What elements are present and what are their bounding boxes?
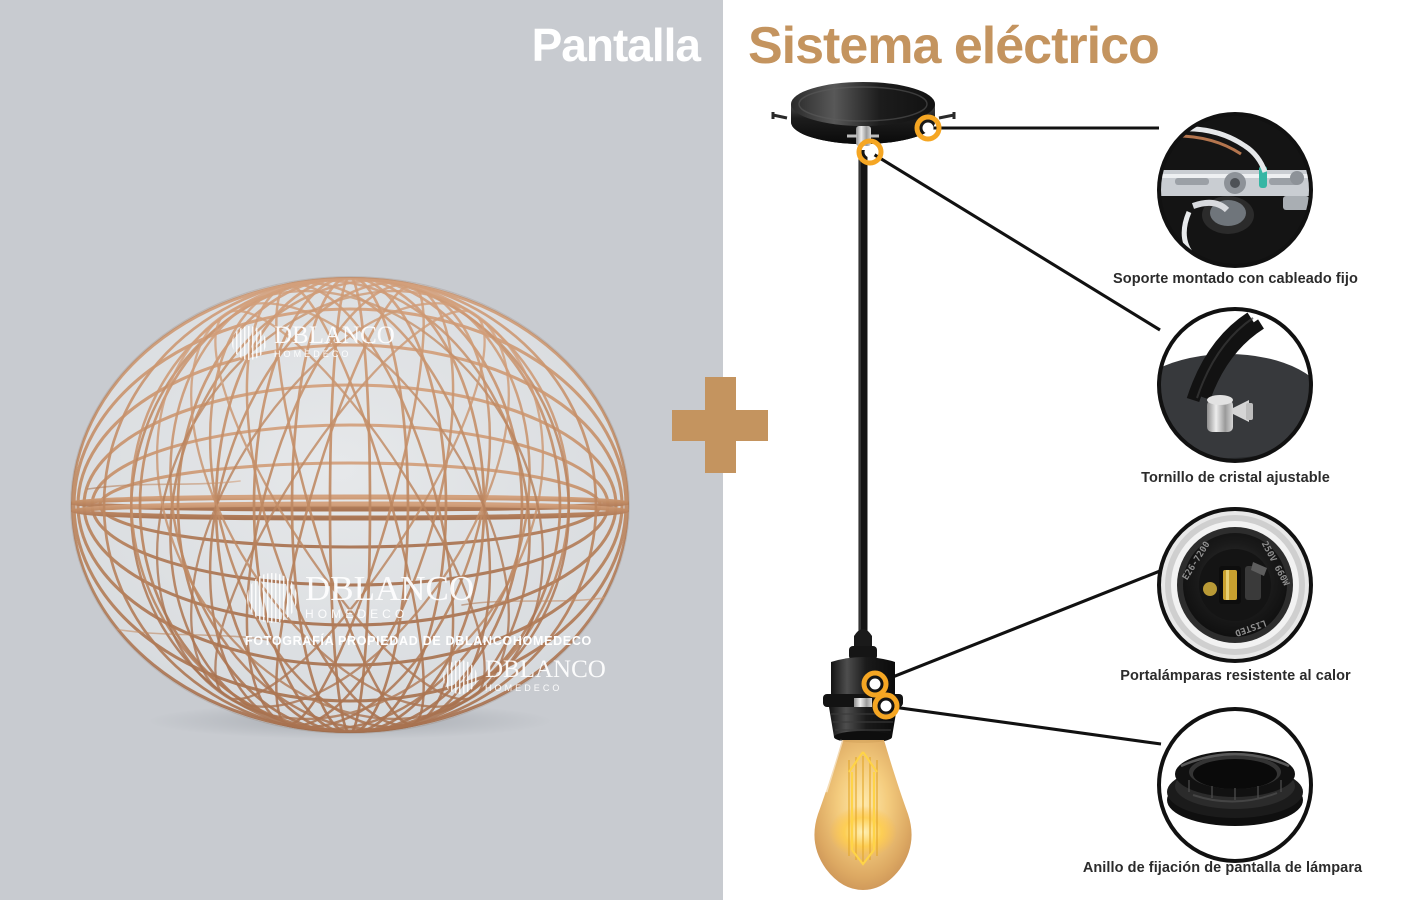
callout-label-soporte: Soporte montado con cableado fijo — [1113, 271, 1358, 287]
photo-credit-text: FOTOGRAFÍA PROPIEDAD DE DBLANCOHOMEDECO — [245, 634, 592, 648]
page-title-sistema-electrico: Sistema eléctrico — [748, 17, 1160, 75]
callout-label-portalamparas: Portalámparas resistente al calor — [1120, 668, 1351, 684]
electrical-diagram: E26-7200 250V 660W LISTED — [723, 0, 1419, 900]
callout-label-tornillo: Tornillo de cristal ajustable — [1141, 470, 1330, 486]
callout-label-anillo: Anillo de fijación de pantalla de lámpar… — [1082, 860, 1363, 876]
page-title-pantalla: Pantalla — [531, 19, 701, 71]
product-photo-rattan-shade — [40, 255, 660, 755]
rattan-weave-pattern — [70, 275, 630, 735]
rattan-sphere — [70, 275, 630, 735]
left-panel-pantalla: DBLANCO HOMEDECO DBLANCO HOMEDECO FOTOGR… — [0, 0, 723, 900]
plus-symbol-icon — [672, 377, 768, 473]
